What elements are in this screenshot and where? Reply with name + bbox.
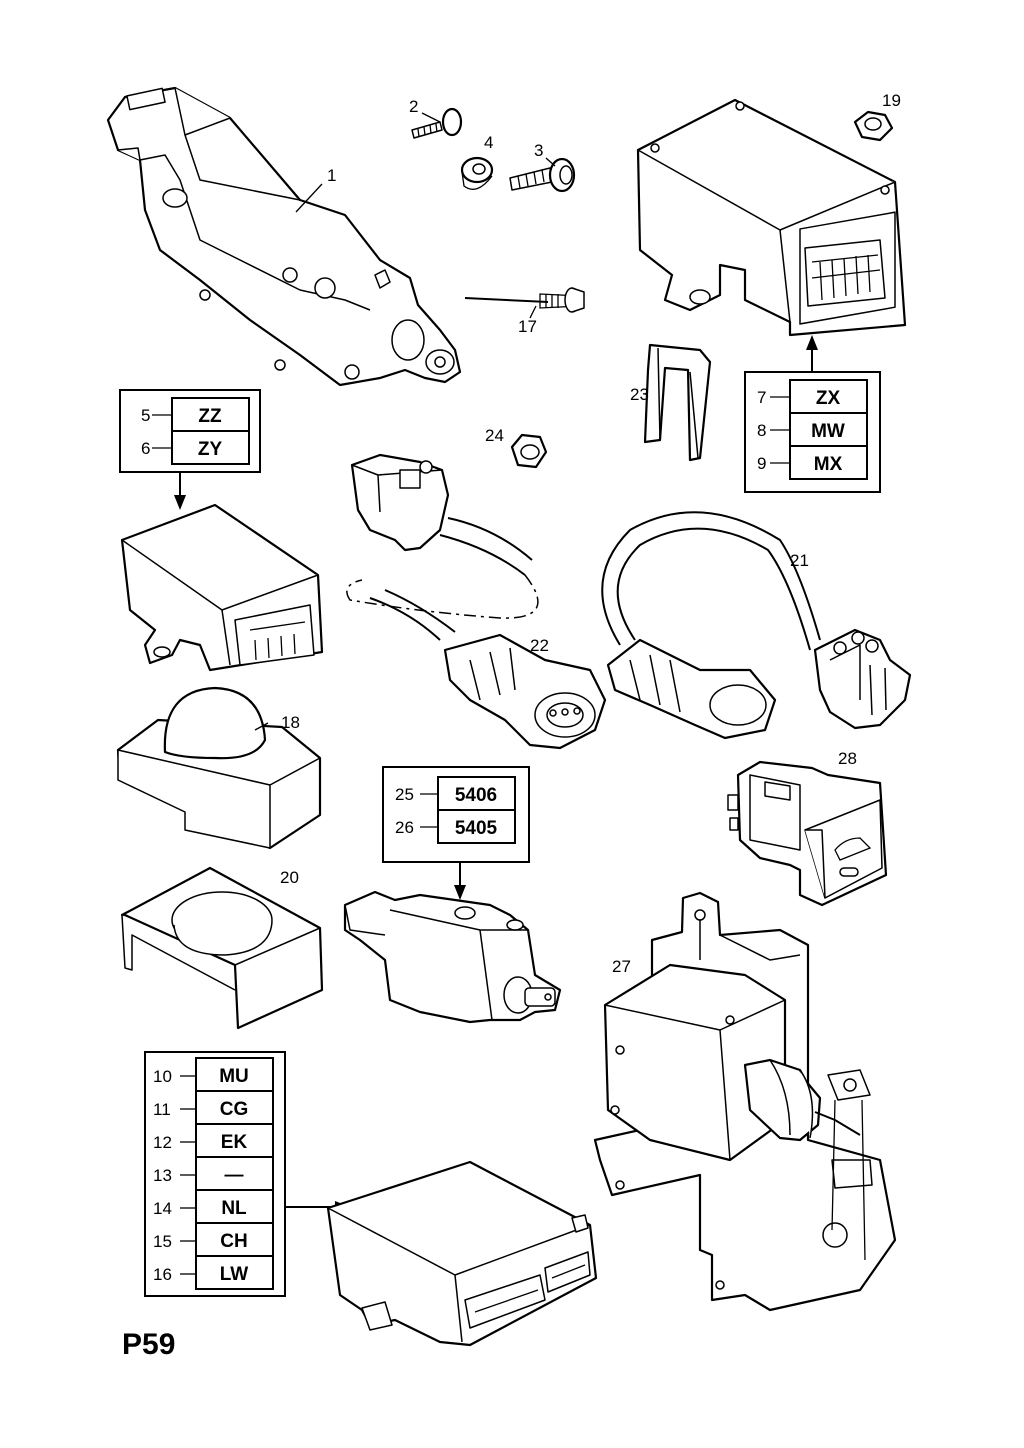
t-zx-num-2: 9: [757, 454, 766, 473]
callout-27: 27: [612, 957, 631, 976]
callout-24: 24: [485, 426, 504, 445]
t-zx-code-2: MX: [814, 454, 843, 475]
t-mu-code-6: LW: [220, 1264, 249, 1285]
t-mu-code-3: —: [225, 1165, 244, 1186]
t-zx-code-0: ZX: [816, 388, 841, 409]
part-19-nut: [853, 110, 894, 142]
callout-19: 19: [882, 91, 901, 110]
t-mu-num-6: 16: [153, 1265, 172, 1284]
part-4-washer: [460, 156, 494, 190]
part-17-rod: [464, 287, 585, 313]
t-54-num-0: 25: [395, 785, 414, 804]
callout-4: 4: [484, 133, 493, 152]
control-unit-left: [120, 503, 324, 672]
t-mu-num-0: 10: [153, 1067, 172, 1086]
callout-22: 22: [530, 636, 549, 655]
callout-20: 20: [280, 868, 299, 887]
code-table-zz: 5 6 ZZ ZY: [119, 389, 261, 510]
t-54-code-1: 5405: [455, 818, 498, 839]
callout-18: 18: [281, 713, 300, 732]
t-54-num-1: 26: [395, 818, 414, 837]
code-table-zx: 7 8 9 ZX MW MX: [744, 335, 881, 493]
callout-23: 23: [630, 385, 649, 404]
part-18-dome-cover: [116, 686, 322, 850]
t-mu-code-4: NL: [221, 1198, 247, 1219]
code-table-mu: 10 11 12 13 14 15 16 MU CG EK — NL CH LW: [144, 1051, 350, 1297]
control-unit-top-right: [636, 98, 907, 337]
part-20-cover: [120, 866, 324, 1030]
t-zx-num-1: 8: [757, 421, 766, 440]
part-3-screw: [509, 157, 576, 193]
code-table-5406: 25 26 5406 5405: [382, 766, 530, 900]
t-mu-code-0: MU: [219, 1066, 249, 1087]
t-zz-num-1: 6: [141, 439, 150, 458]
part-2-screw: [411, 107, 463, 139]
part-24-nut: [510, 433, 548, 469]
t-mu-code-1: CG: [220, 1099, 249, 1120]
t-mu-code-5: CH: [220, 1231, 247, 1252]
t-zz-num-0: 5: [141, 406, 150, 425]
page-reference: P59: [122, 1328, 175, 1361]
t-zx-num-0: 7: [757, 388, 766, 407]
control-unit-bottom: [326, 1160, 598, 1347]
t-mu-num-5: 15: [153, 1232, 172, 1251]
t-mu-code-2: EK: [221, 1132, 248, 1153]
callout-2: 2: [409, 97, 418, 116]
t-54-code-0: 5406: [455, 785, 497, 806]
callout-28: 28: [838, 749, 857, 768]
t-mu-num-2: 12: [153, 1133, 172, 1152]
t-mu-num-4: 14: [153, 1199, 172, 1218]
callout-21: 21: [790, 551, 809, 570]
t-mu-num-1: 11: [153, 1100, 171, 1119]
callout-1: 1: [327, 166, 336, 185]
part-1-lock-actuator: [106, 86, 462, 387]
callout-17: 17: [518, 317, 537, 336]
t-zz-code-0: ZZ: [198, 406, 222, 427]
t-mu-num-3: 13: [153, 1166, 172, 1185]
t-zx-code-1: MW: [811, 421, 845, 442]
part-28-switch: [727, 760, 888, 907]
part-27-actuator-bracket: [593, 891, 897, 1312]
t-zz-code-1: ZY: [198, 439, 223, 460]
actuator-lower: [343, 890, 562, 1024]
callout-3: 3: [534, 141, 543, 160]
part-23-clip: [643, 343, 712, 462]
part-21-wiring-connector: [601, 511, 912, 740]
part-22-wiring-connector: [346, 453, 607, 750]
